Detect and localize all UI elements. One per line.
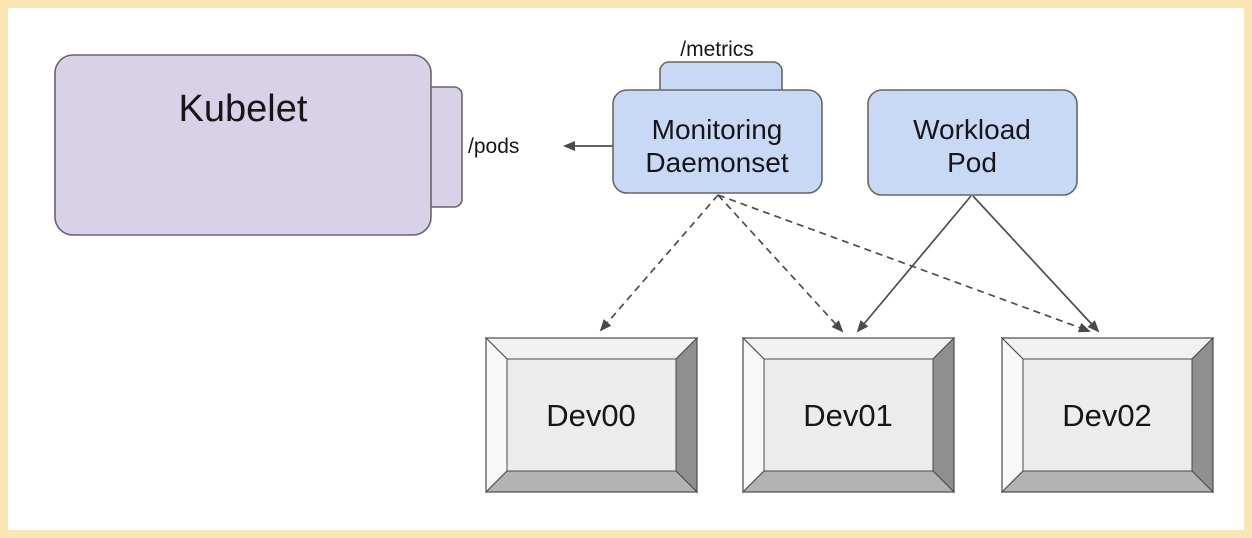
kubelet-box [54,54,432,236]
monitoring-daemonset-box [612,89,823,194]
dev01-face [763,358,934,472]
dev00-face [506,358,677,472]
dev00-bevel-bottom [484,470,699,493]
pods-endpoint-label: /pods [468,135,519,158]
node-dev00: Dev00 [484,336,699,494]
node-kubelet: Kubelet [54,54,463,236]
dev01-bevel-right [932,336,955,494]
node-dev01: Dev01 [741,336,956,494]
node-workload-pod: Workload Pod [867,89,1078,196]
edge-workload-to-dev01 [856,195,972,333]
edge-monitoring-to-dev00 [599,194,719,332]
dev01-bevel-top [741,337,956,360]
dev02-bevel-right [1191,336,1214,494]
dev02-face [1022,358,1193,472]
workload-pod-label-line2: Pod [947,147,997,178]
dev01-outline [742,337,955,493]
edge-monitoring-to-dev02 [717,194,1091,333]
dev02-bevel-left [1001,336,1024,494]
monitoring-daemonset-label-line2: Daemonset [645,147,788,178]
dev02-bevel-bottom [1000,470,1215,493]
dev00-label: Dev00 [546,398,636,433]
dev01-label: Dev01 [803,398,893,433]
dev01-bevel-bottom [741,470,956,493]
edge-monitoring-to-dev01 [717,194,844,333]
edge-workload-to-dev02 [972,195,1100,333]
dev02-outline [1001,337,1214,493]
workload-pod-box [867,89,1078,196]
node-dev02: Dev02 [1000,336,1215,494]
dev01-bevel-left [742,336,765,494]
dev00-bevel-top [484,337,699,360]
metrics-endpoint-label: /metrics [680,38,754,61]
dev00-outline [485,337,698,493]
dev02-bevel-top [1000,337,1215,360]
workload-pod-label-line1: Workload [913,114,1031,145]
kubelet-label: Kubelet [179,88,308,130]
dev02-label: Dev02 [1062,398,1152,433]
monitoring-daemonset-label-line1: Monitoring [652,114,783,145]
node-monitoring-daemonset: /metrics Monitoring Daemonset [612,38,823,194]
dev00-bevel-left [485,336,508,494]
dev00-bevel-right [675,336,698,494]
